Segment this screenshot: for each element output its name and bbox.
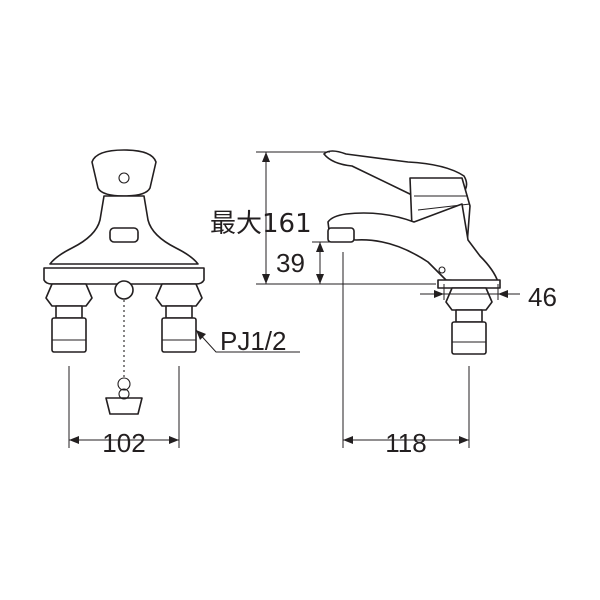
spout-aerator	[109, 227, 139, 243]
chain-ring	[117, 377, 131, 391]
dim-102-label: 102	[102, 428, 145, 458]
side-view: 最大161 39 46 118	[210, 150, 557, 458]
thread-spec-label: PJ1/2	[220, 326, 287, 356]
popup-knob	[114, 280, 134, 300]
dim-46-label: 46	[528, 282, 557, 312]
dim-118-label: 118	[385, 428, 426, 458]
side-base	[437, 279, 501, 289]
left-inlet-fitting	[45, 283, 93, 353]
handle-screw-cap	[118, 172, 130, 184]
stopper-eye	[118, 388, 130, 400]
side-spout	[327, 203, 499, 283]
dim-161-label: 最大161	[210, 209, 312, 239]
right-inlet-fitting	[155, 283, 203, 353]
side-inlet-fitting	[445, 287, 493, 355]
dim-39-label: 39	[276, 248, 305, 278]
drain-stopper	[105, 397, 143, 415]
thread-leader	[195, 329, 300, 353]
front-view: 102 PJ1/2	[43, 149, 300, 458]
side-aerator	[327, 227, 355, 243]
